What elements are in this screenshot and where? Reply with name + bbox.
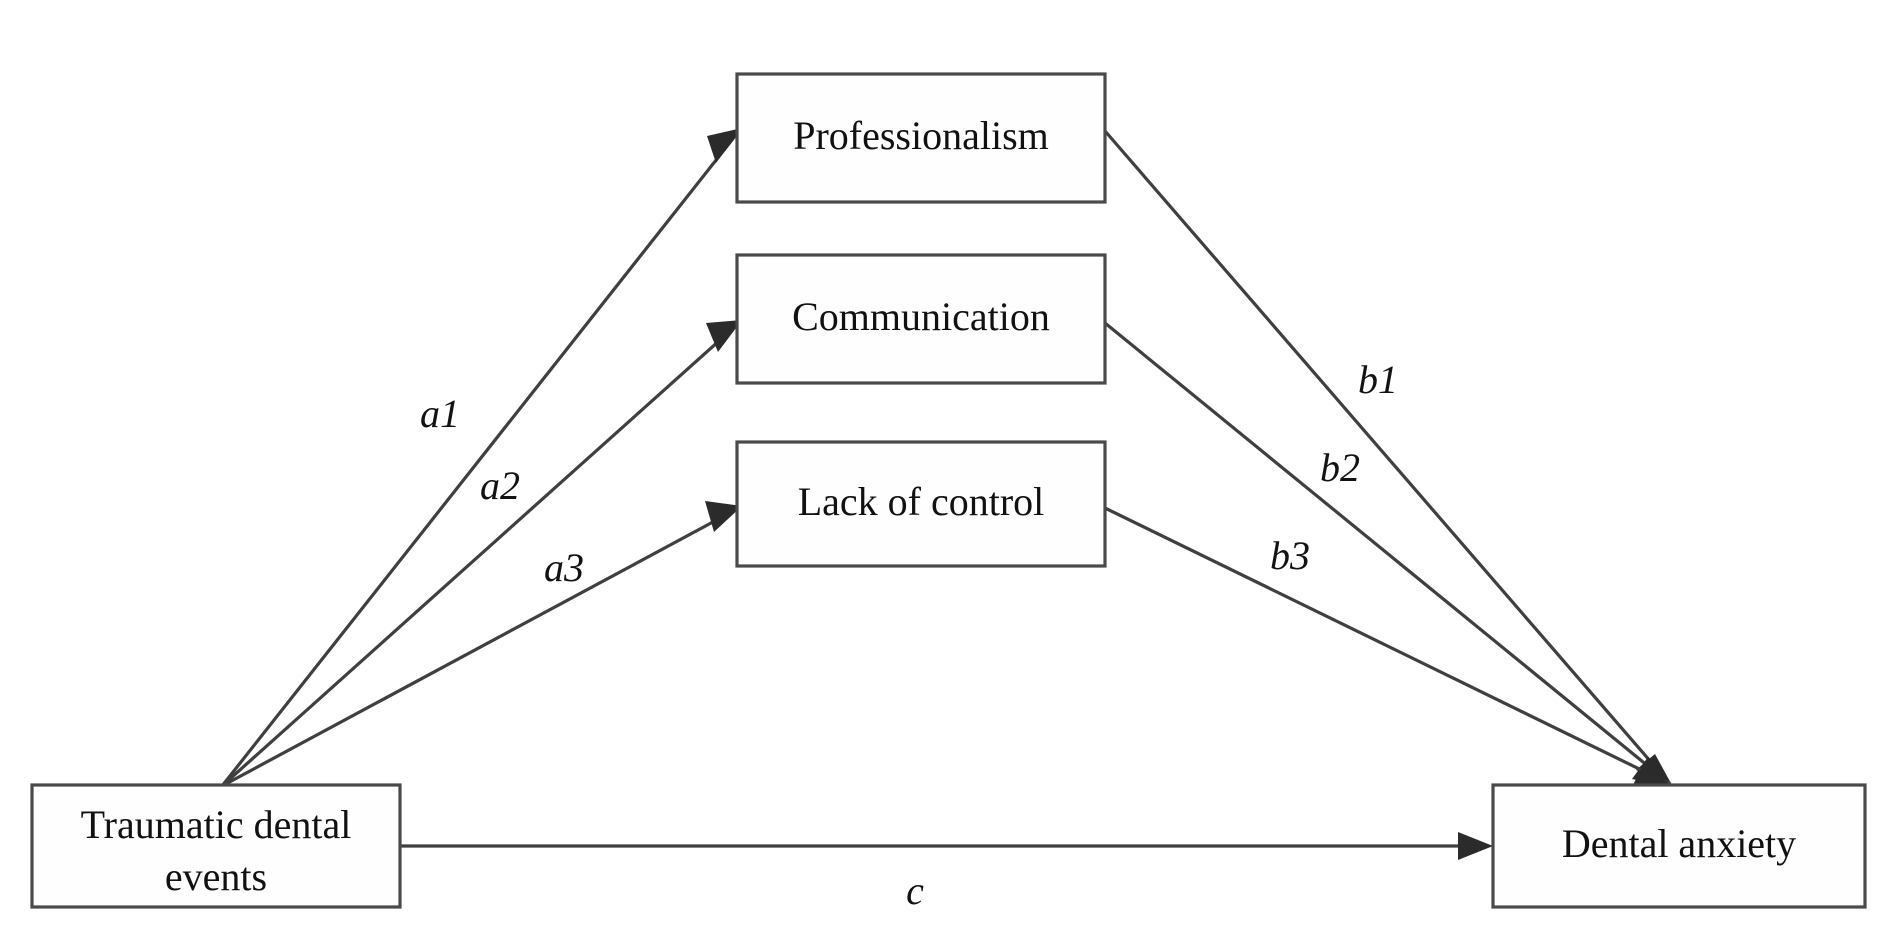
node-professionalism-box[interactable]	[735, 72, 1107, 204]
node-lack-of-control[interactable]: Lack of control	[735, 440, 1107, 568]
path-label-a3: a3	[544, 545, 584, 590]
path-a1	[220, 128, 742, 787]
path-c-arrowhead	[1458, 832, 1493, 860]
path-a3	[221, 501, 742, 788]
path-a2-arrowhead	[706, 320, 742, 352]
path-label-c: c	[906, 868, 924, 913]
node-dental-anxiety-box[interactable]	[1491, 783, 1867, 909]
node-traumatic-dental-events-label-line1: Traumatic dental	[81, 802, 352, 847]
path-a1-arrowhead	[707, 128, 742, 163]
node-communication-label: Communication	[792, 294, 1050, 339]
node-dental-anxiety-label: Dental anxiety	[1562, 821, 1796, 866]
node-traumatic-dental-events-box[interactable]	[30, 783, 402, 909]
path-a3-line	[221, 506, 740, 788]
node-professionalism[interactable]: Professionalism	[735, 72, 1107, 204]
node-traumatic-dental-events[interactable]: Traumatic dental events	[30, 783, 402, 909]
node-communication-box[interactable]	[735, 253, 1107, 385]
node-traumatic-dental-events-label-line2: events	[165, 854, 267, 899]
path-b3-line	[1104, 506, 1671, 786]
node-dental-anxiety[interactable]: Dental anxiety	[1491, 783, 1867, 909]
path-a3-arrowhead	[705, 501, 742, 532]
path-b1-line	[1103, 129, 1672, 786]
path-c	[400, 832, 1493, 860]
path-label-b2: b2	[1320, 445, 1360, 490]
path-b3	[1104, 506, 1673, 787]
path-label-b1: b1	[1358, 357, 1398, 402]
path-b1	[1103, 129, 1673, 787]
path-b2-line	[1103, 321, 1672, 786]
path-b3-arrowhead	[1632, 763, 1673, 787]
path-label-a1: a1	[420, 391, 460, 436]
path-a2-line	[220, 321, 741, 788]
node-professionalism-label: Professionalism	[793, 113, 1049, 158]
node-lack-of-control-label: Lack of control	[798, 479, 1045, 524]
node-lack-of-control-box[interactable]	[735, 440, 1107, 568]
path-a2	[220, 320, 742, 788]
path-a1-line	[220, 130, 741, 787]
path-label-a2: a2	[480, 463, 520, 508]
path-label-b3: b3	[1270, 533, 1310, 578]
node-communication[interactable]: Communication	[735, 253, 1107, 385]
